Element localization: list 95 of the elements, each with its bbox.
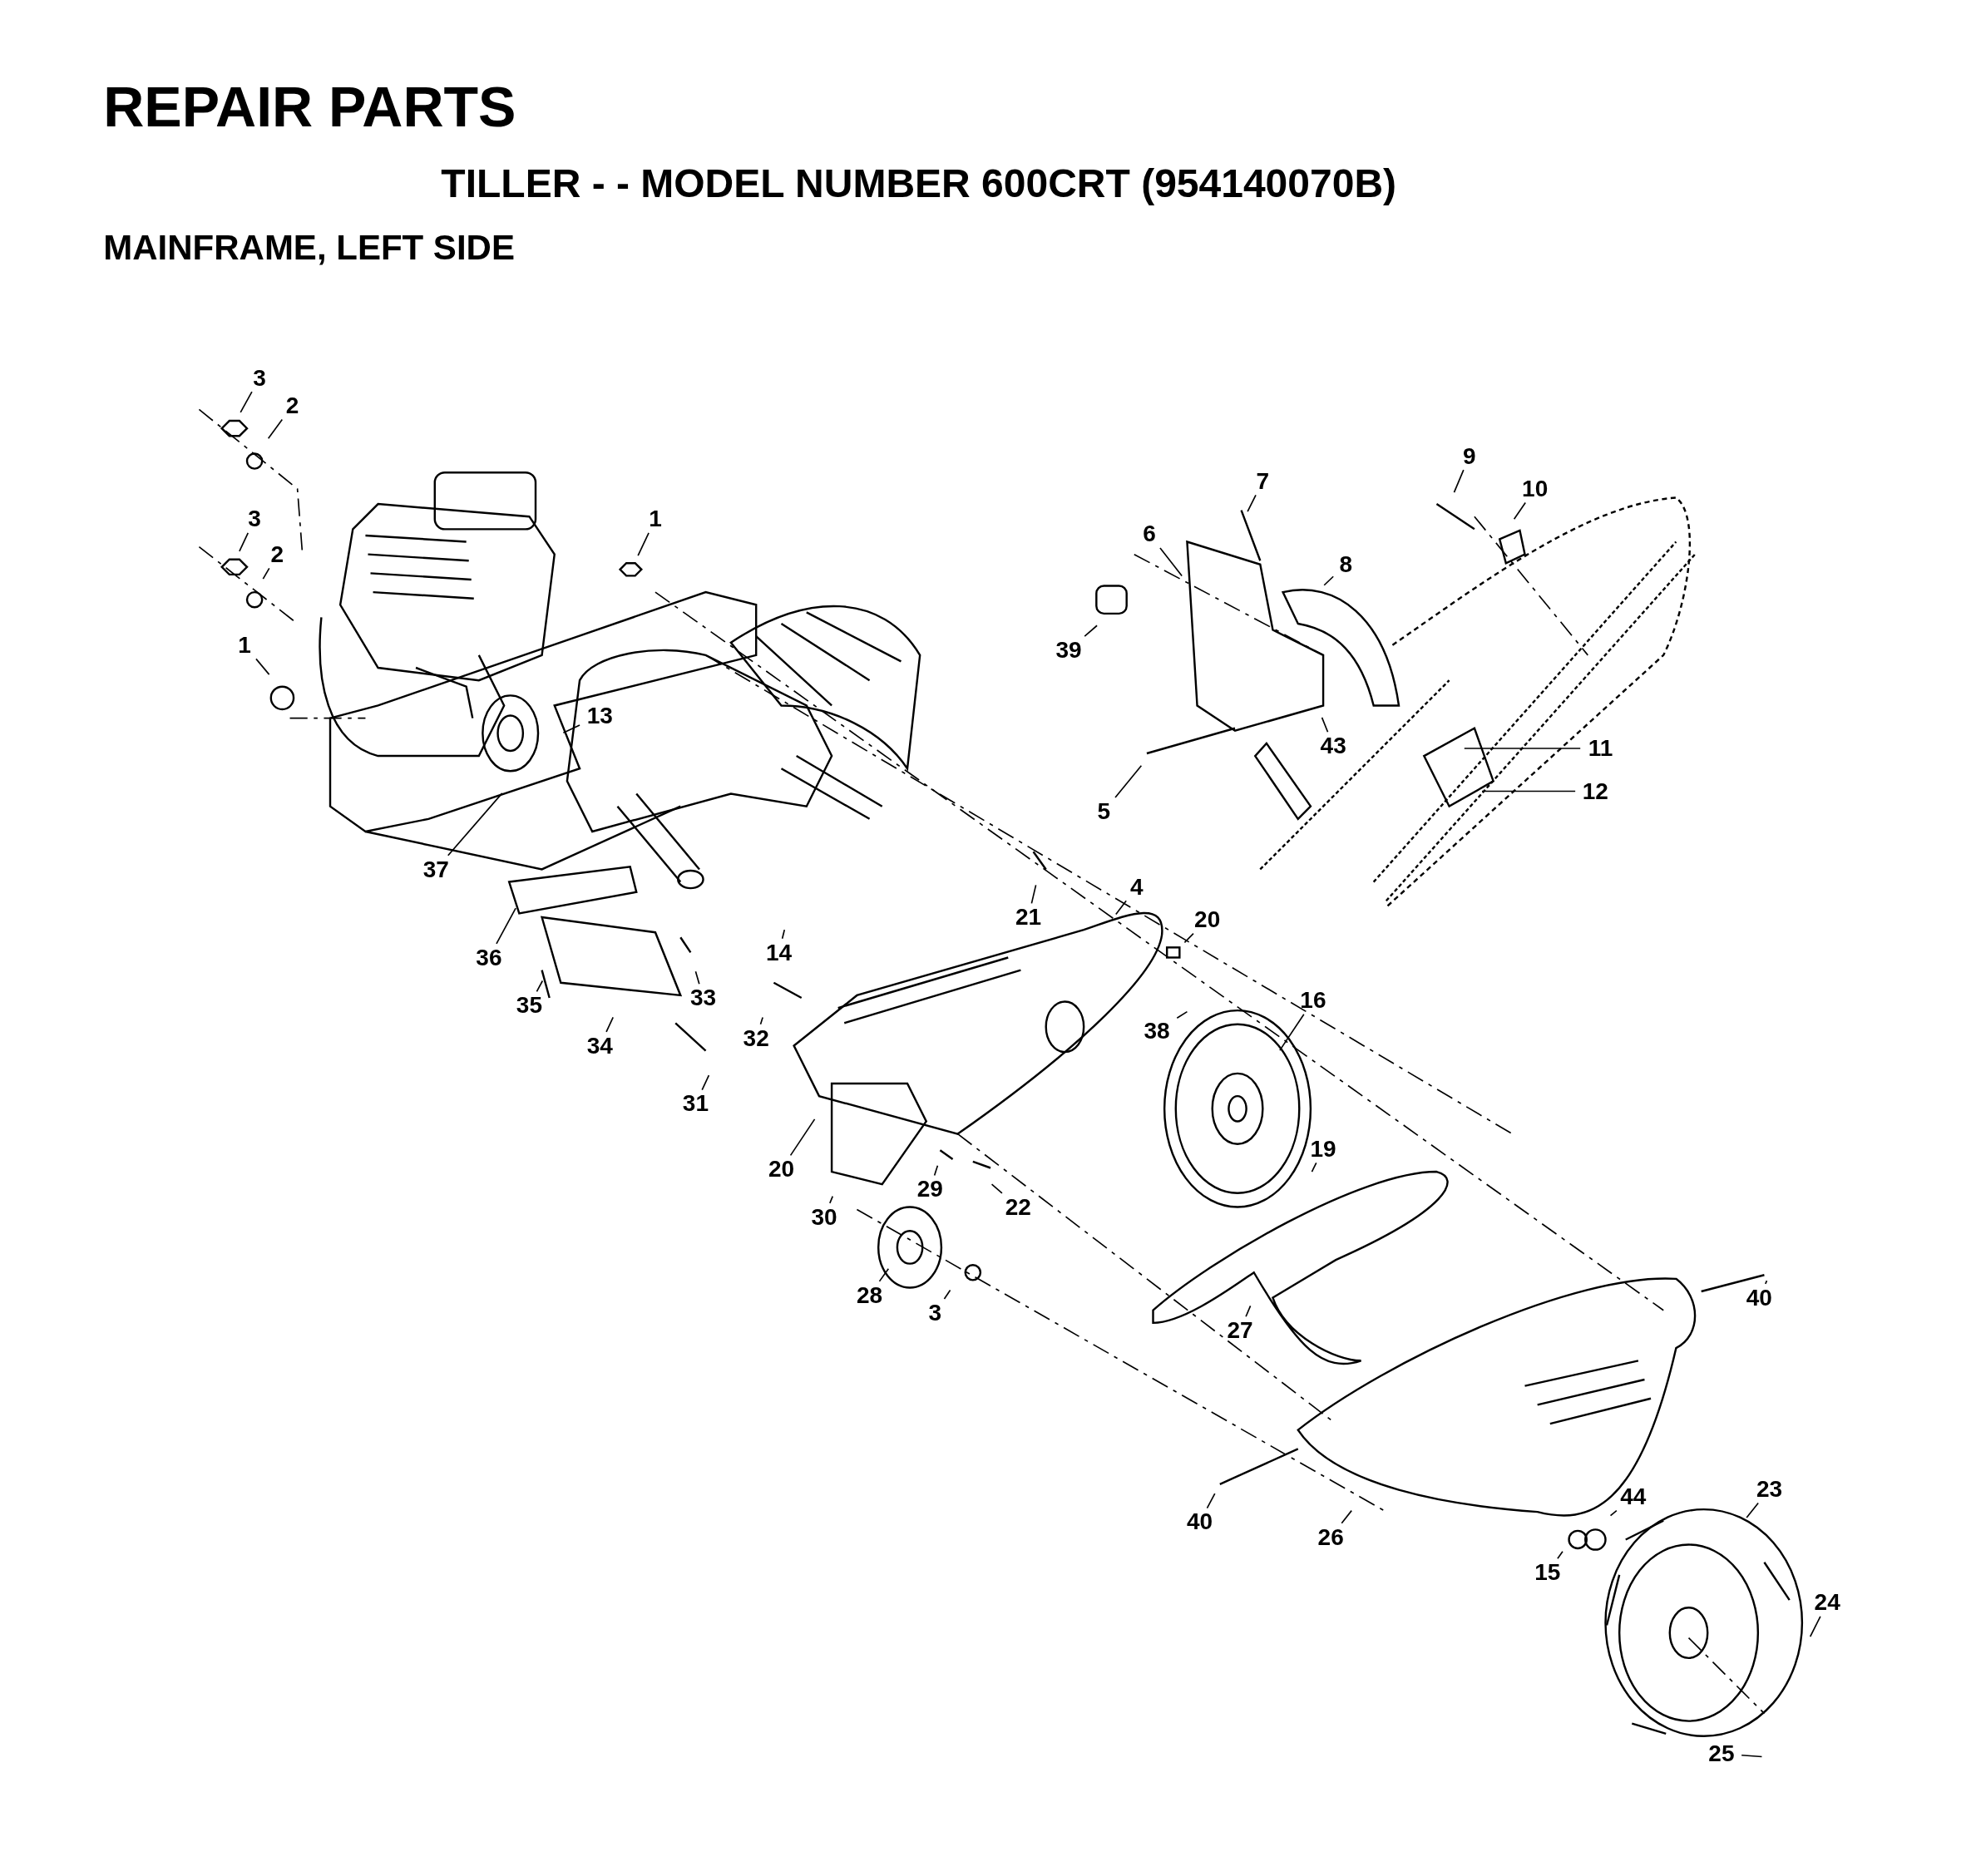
leader-line bbox=[267, 418, 284, 439]
page-title: REPAIR PARTS bbox=[103, 77, 516, 135]
callout-number: 23 bbox=[1754, 1477, 1785, 1503]
callout-number: 7 bbox=[1254, 468, 1272, 494]
callout-number: 9 bbox=[1461, 443, 1478, 469]
callout-number: 2 bbox=[269, 541, 286, 567]
callout-number: 43 bbox=[1318, 733, 1348, 759]
leader-line bbox=[1323, 575, 1335, 586]
leader-line bbox=[447, 792, 503, 857]
leader-line bbox=[1183, 932, 1194, 944]
leader-line bbox=[536, 980, 544, 993]
callout-number: 21 bbox=[1013, 905, 1044, 931]
callout-number: 40 bbox=[1744, 1285, 1774, 1311]
callout-number: 28 bbox=[854, 1282, 885, 1308]
callout-number: 26 bbox=[1316, 1524, 1346, 1550]
leader-line bbox=[1453, 469, 1465, 493]
callout-number: 40 bbox=[1185, 1509, 1215, 1535]
leader-line bbox=[943, 1289, 951, 1300]
leader-line bbox=[496, 907, 516, 945]
leader-line bbox=[1481, 790, 1576, 792]
leader-line bbox=[1609, 1509, 1618, 1517]
callout-number: 38 bbox=[1142, 1018, 1172, 1044]
leader-line bbox=[694, 970, 700, 985]
leader-line bbox=[1341, 1509, 1352, 1524]
callout-number: 19 bbox=[1308, 1136, 1338, 1162]
leader-line bbox=[1114, 764, 1143, 798]
leader-line bbox=[1159, 547, 1183, 577]
leader-line bbox=[789, 1118, 816, 1157]
callout-number: 15 bbox=[1533, 1560, 1563, 1586]
callout-number: 27 bbox=[1225, 1318, 1255, 1344]
leader-line bbox=[1513, 501, 1526, 521]
leader-line bbox=[1206, 1493, 1216, 1509]
callout-number: 16 bbox=[1298, 988, 1328, 1014]
callout-number: 34 bbox=[585, 1033, 615, 1059]
leader-line bbox=[1764, 1280, 1768, 1285]
leader-line bbox=[1245, 1305, 1252, 1318]
leader-line bbox=[781, 929, 786, 940]
callout-number: 24 bbox=[1812, 1590, 1842, 1616]
callout-number: 3 bbox=[246, 506, 263, 532]
subtitle: TILLER - - MODEL NUMBER 600CRT (954140070B) bbox=[441, 164, 1397, 204]
callout-number: 22 bbox=[1003, 1194, 1033, 1220]
callout-number: 4 bbox=[1129, 874, 1145, 900]
section-heading: MAINFRAME, LEFT SIDE bbox=[103, 230, 515, 266]
callout-number: 32 bbox=[741, 1025, 771, 1051]
callout-number: 10 bbox=[1520, 476, 1550, 501]
leader-line bbox=[605, 1016, 615, 1033]
callout-number: 3 bbox=[251, 365, 268, 391]
leader-line bbox=[1279, 1013, 1305, 1051]
callout-number: 6 bbox=[1141, 521, 1158, 547]
leader-line bbox=[1311, 1162, 1317, 1172]
leader-line bbox=[829, 1195, 834, 1204]
leader-line bbox=[878, 1267, 890, 1282]
callout-number: 13 bbox=[585, 703, 615, 728]
leader-line bbox=[1247, 494, 1257, 512]
callout-number: 35 bbox=[514, 993, 544, 1019]
leader-line bbox=[1557, 1551, 1564, 1560]
leader-line bbox=[1746, 1502, 1759, 1518]
callout-number: 3 bbox=[926, 1300, 944, 1326]
callout-number: 39 bbox=[1054, 637, 1084, 663]
leader-line bbox=[933, 1165, 939, 1177]
callout-number: 44 bbox=[1618, 1484, 1648, 1510]
callout-number: 8 bbox=[1337, 551, 1355, 577]
callout-number: 20 bbox=[766, 1157, 797, 1182]
callout-number: 36 bbox=[474, 945, 504, 970]
leader-line bbox=[562, 724, 580, 734]
leader-line bbox=[701, 1074, 710, 1091]
callout-number: 1 bbox=[236, 632, 253, 658]
leader-line bbox=[1084, 625, 1098, 637]
leader-line bbox=[262, 567, 270, 580]
callout-number: 25 bbox=[1707, 1741, 1736, 1767]
callout-number: 1 bbox=[647, 506, 664, 532]
callout-number: 14 bbox=[763, 940, 794, 965]
callout-number: 37 bbox=[421, 857, 451, 882]
callout-number: 30 bbox=[809, 1204, 839, 1230]
leader-line bbox=[990, 1183, 1003, 1194]
callout-number: 20 bbox=[1193, 907, 1223, 933]
leader-line bbox=[759, 1016, 763, 1025]
leader-line bbox=[1114, 900, 1127, 916]
leader-line bbox=[255, 658, 270, 675]
callout-number: 12 bbox=[1580, 778, 1610, 804]
callout-number: 33 bbox=[688, 985, 719, 1011]
callout-number: 11 bbox=[1586, 736, 1615, 762]
leader-line bbox=[1321, 717, 1329, 733]
leader-line bbox=[637, 532, 650, 556]
leader-line bbox=[1809, 1616, 1821, 1638]
leader-line bbox=[1463, 748, 1582, 749]
leader-line bbox=[1030, 884, 1037, 905]
callout-number: 5 bbox=[1095, 798, 1113, 824]
leader-line bbox=[1741, 1754, 1763, 1758]
callout-number: 2 bbox=[284, 392, 301, 418]
leader-line bbox=[1176, 1010, 1188, 1019]
leader-line bbox=[240, 391, 253, 413]
callout-number: 29 bbox=[915, 1177, 945, 1202]
callout-number: 31 bbox=[680, 1091, 710, 1117]
leader-line bbox=[239, 532, 249, 552]
